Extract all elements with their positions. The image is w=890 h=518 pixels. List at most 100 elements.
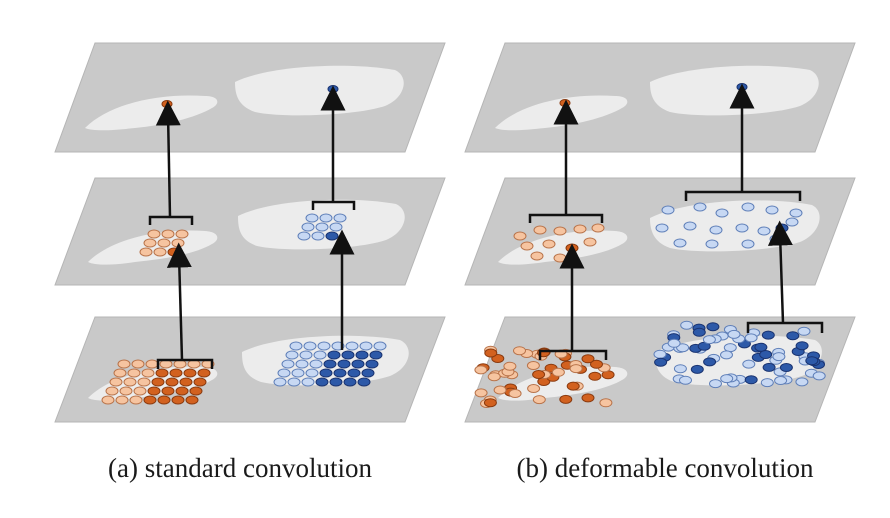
sampling-point [693,202,707,212]
sampling-point [741,202,755,212]
sampling-point [341,350,355,360]
sampling-point [703,357,717,367]
sampling-point [273,377,287,387]
sampling-point [566,381,580,391]
sampling-point [129,395,143,405]
sampling-point [189,386,203,396]
sampling-point [137,377,151,387]
standard-middle-orange-bracket [148,215,194,225]
sampling-point [653,349,667,359]
sampling-point [147,229,161,239]
sampling-point [727,329,741,339]
deformable-top-blue-unit [736,83,748,91]
sampling-point [565,243,579,253]
sampling-point [305,368,319,378]
sampling-point [327,350,341,360]
sampling-point [297,231,311,241]
sampling-point [301,222,315,232]
sampling-point [757,226,771,236]
sampling-point [167,247,181,257]
sampling-point [333,213,347,223]
sampling-point [343,377,357,387]
sampling-point [299,350,313,360]
sampling-point [683,221,697,231]
standard-top-blue-unit [327,85,339,93]
deformable-bottom-blue-samples [653,320,826,389]
standard-middle-blue-grid [297,213,347,241]
sampling-point [161,229,175,239]
sampling-point [765,205,779,215]
sampling-point [667,338,681,348]
sampling-point [115,395,129,405]
sampling-point [139,247,153,257]
sampling-point [706,322,720,332]
caption-deformable-convolution: (b) deformable convolution [516,453,814,483]
standard-middle-layer [54,177,446,286]
sampling-point [285,350,299,360]
sampling-point [812,371,826,381]
sampling-point [171,238,185,248]
sampling-point [483,398,497,408]
sampling-point [291,368,305,378]
sampling-point [599,398,613,408]
sampling-point [157,238,171,248]
sampling-point [197,368,211,378]
sampling-point [513,231,527,241]
sampling-point [527,384,541,393]
standard-bottom-layer [54,316,446,423]
sampling-point [679,375,692,385]
sampling-point [333,368,347,378]
sampling-point [143,238,157,248]
sampling-point [503,361,517,371]
sampling-point [785,217,799,227]
sampling-point [532,395,546,405]
sampling-point [347,368,361,378]
sampling-point [151,377,165,387]
sampling-point [185,395,199,405]
sampling-point [715,208,729,218]
sampling-point [133,386,147,396]
sampling-point [179,377,193,387]
sampling-point [301,377,315,387]
sampling-point [157,395,171,405]
sampling-point [762,362,776,372]
sampling-point [588,371,602,381]
sampling-point [295,359,309,369]
sampling-point [723,343,737,353]
sampling-point [361,368,375,378]
caption-standard-convolution: (a) standard convolution [108,453,372,483]
sampling-point [351,359,365,369]
sampling-point [315,222,329,232]
sampling-point [559,394,573,404]
sampling-point [520,241,534,251]
sampling-point [655,223,669,233]
deformable-top-orange-unit [559,99,571,107]
standard-arrow-mid-to-top-orange [155,100,181,218]
sampling-point [183,368,197,378]
sampling-point [117,359,131,369]
sampling-point [754,342,768,352]
sampling-point [281,359,295,369]
sampling-point [692,327,706,337]
deformable-bottom-layer [464,316,856,423]
sampling-point [277,368,291,378]
sampling-point [690,364,704,374]
sampling-point [805,356,819,366]
sampling-point [311,231,325,241]
sampling-point [337,359,351,369]
sampling-point [583,237,597,247]
sampling-point [742,359,756,369]
sampling-point [508,389,522,398]
sampling-point [761,330,775,340]
sampling-point [709,225,723,235]
standard-top-layer [54,42,446,153]
sampling-point [775,223,789,233]
sampling-point [147,386,161,396]
sampling-point [542,239,556,249]
sampling-point [789,208,803,218]
sampling-point [553,253,567,263]
sampling-point [171,395,185,405]
sampling-point [365,359,379,369]
sampling-point [573,224,587,234]
sampling-point [680,320,694,330]
